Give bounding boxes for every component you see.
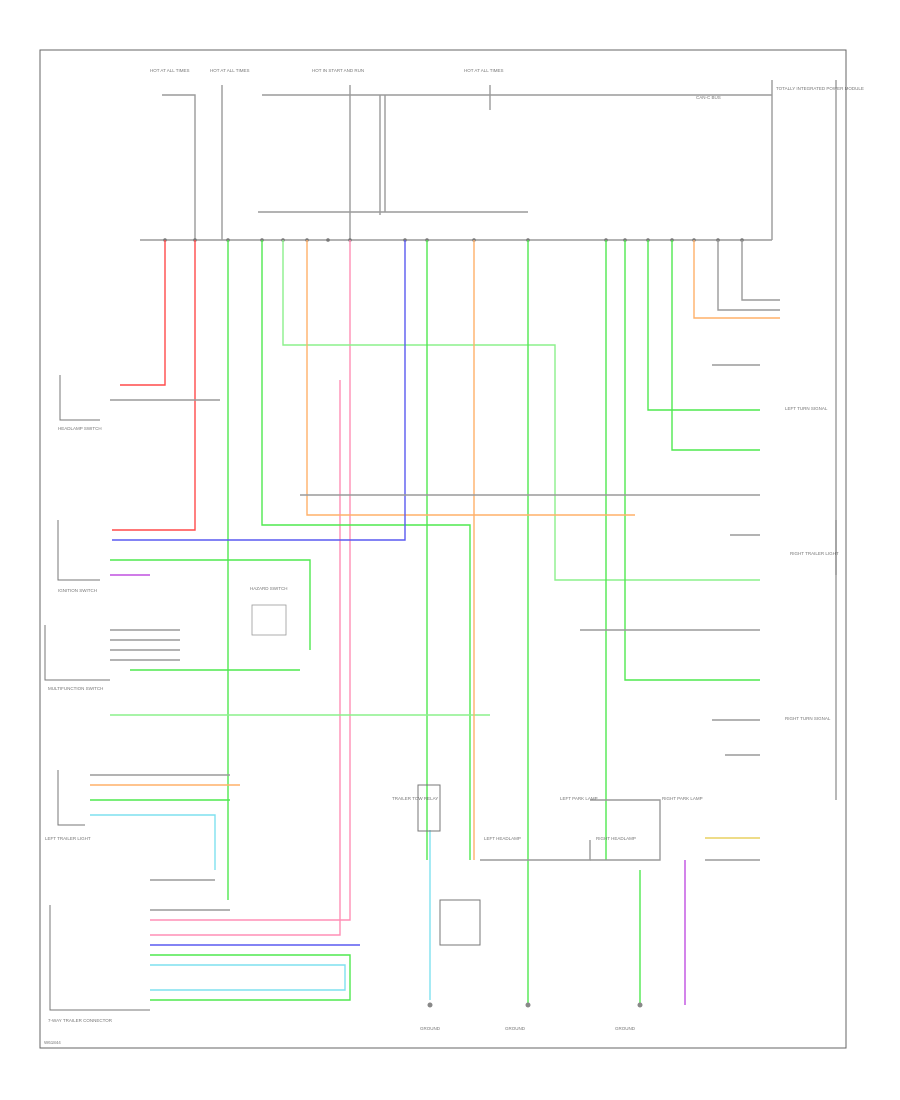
label-hot-all-times-3: HOT AT ALL TIMES: [464, 68, 504, 73]
ground-center-point: [525, 1002, 531, 1008]
diagram-frame: [39, 49, 847, 1049]
left-turn-signal-label: LEFT TURN SIGNAL: [785, 406, 828, 411]
top-feed-wires: [140, 80, 773, 241]
trailer-connector-outline: [49, 905, 150, 1011]
label-can-bus: CAN-C BUS: [696, 95, 721, 100]
ignition-switch-outline: [57, 520, 100, 581]
ignition-switch-label: IGNITION SWITCH: [58, 588, 97, 593]
left-trailer-light-label: LEFT TRAILER LIGHT: [45, 836, 91, 841]
right-headlamp-label: RIGHT HEADLAMP: [596, 836, 636, 841]
label-body-module: TOTALLY INTEGRATED POWER MODULE: [776, 86, 864, 91]
left-park-lamp-label: LEFT PARK LAMP: [560, 796, 598, 801]
right-trailer-light-label: RIGHT TRAILER LIGHT: [790, 551, 839, 556]
ground-left-label: GROUND: [420, 1026, 441, 1031]
label-hot-all-times-1: HOT AT ALL TIMES: [150, 68, 190, 73]
right-turn-signal-label: RIGHT TURN SIGNAL: [785, 716, 831, 721]
right-park-lamp-label: RIGHT PARK LAMP: [662, 796, 703, 801]
multifunction-switch-outline: [44, 625, 110, 681]
top-feed-labels: HOT AT ALL TIMES HOT AT ALL TIMES HOT IN…: [150, 68, 864, 100]
trailer-tow-relay-label: TRAILER TOW RELAY: [392, 796, 438, 801]
label-hot-start-run: HOT IN START AND RUN: [312, 68, 364, 73]
diagram-id: W61844: [44, 1040, 61, 1045]
colored-wires: [90, 240, 780, 1005]
multifunction-switch-label: MULTIFUNCTION SWITCH: [48, 686, 103, 691]
gray-wires: [90, 80, 837, 911]
trailer-connector-label: 7-WAY TRAILER CONNECTOR: [48, 1018, 113, 1023]
ground-right-point: [637, 1002, 643, 1008]
lower-module-box: [439, 899, 481, 946]
grounds: GROUND GROUND GROUND: [420, 1002, 643, 1031]
headlamp-switch-label: HEADLAMP SWITCH: [58, 426, 102, 431]
label-hot-all-times-2: HOT AT ALL TIMES: [210, 68, 250, 73]
left-trailer-light-outline: [57, 770, 85, 826]
left-headlamp-label: LEFT HEADLAMP: [484, 836, 521, 841]
ground-center-label: GROUND: [505, 1026, 526, 1031]
ground-right-label: GROUND: [615, 1026, 636, 1031]
hazard-switch-box: [251, 604, 287, 636]
ground-left-point: [427, 1002, 433, 1008]
hazard-switch-label: HAZARD SWITCH: [250, 586, 288, 591]
headlamp-switch-outline: [59, 375, 100, 421]
lamp-labels: LEFT HEADLAMP RIGHT HEADLAMP LEFT PARK L…: [484, 406, 831, 841]
trailer-tow-relay-box: [417, 784, 441, 832]
components: HEADLAMP SWITCH IGNITION SWITCH MULTIFUN…: [44, 375, 839, 1023]
